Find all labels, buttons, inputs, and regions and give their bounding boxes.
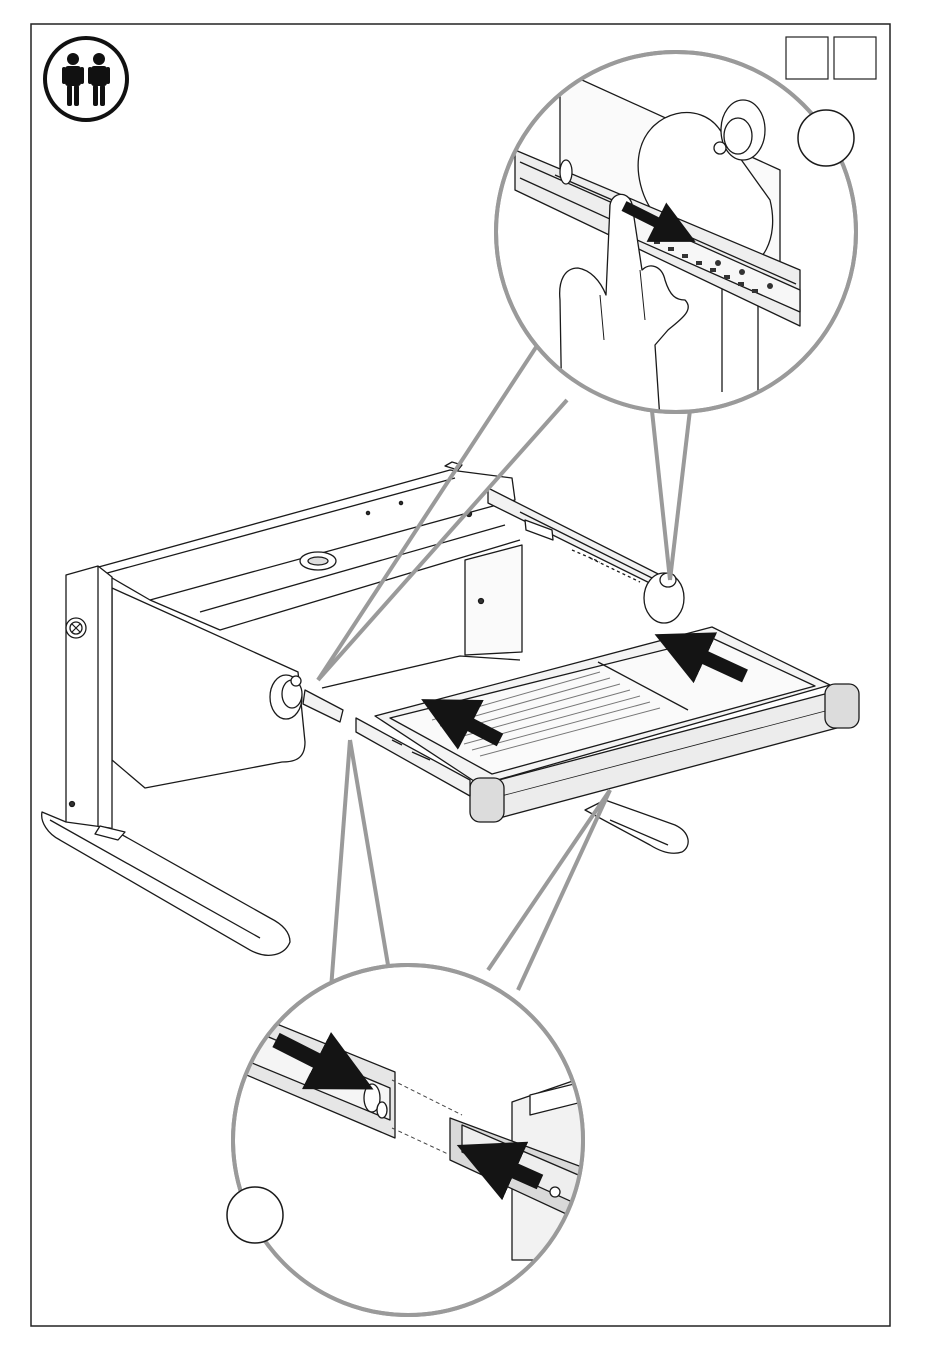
callout-marker-bottom xyxy=(227,1187,283,1243)
step-box-1 xyxy=(786,37,828,79)
callout-marker-top xyxy=(798,110,854,166)
callout-top xyxy=(496,52,856,420)
two-persons-icon xyxy=(45,38,127,120)
callout-bottom xyxy=(227,965,590,1315)
step-box-2 xyxy=(834,37,876,79)
